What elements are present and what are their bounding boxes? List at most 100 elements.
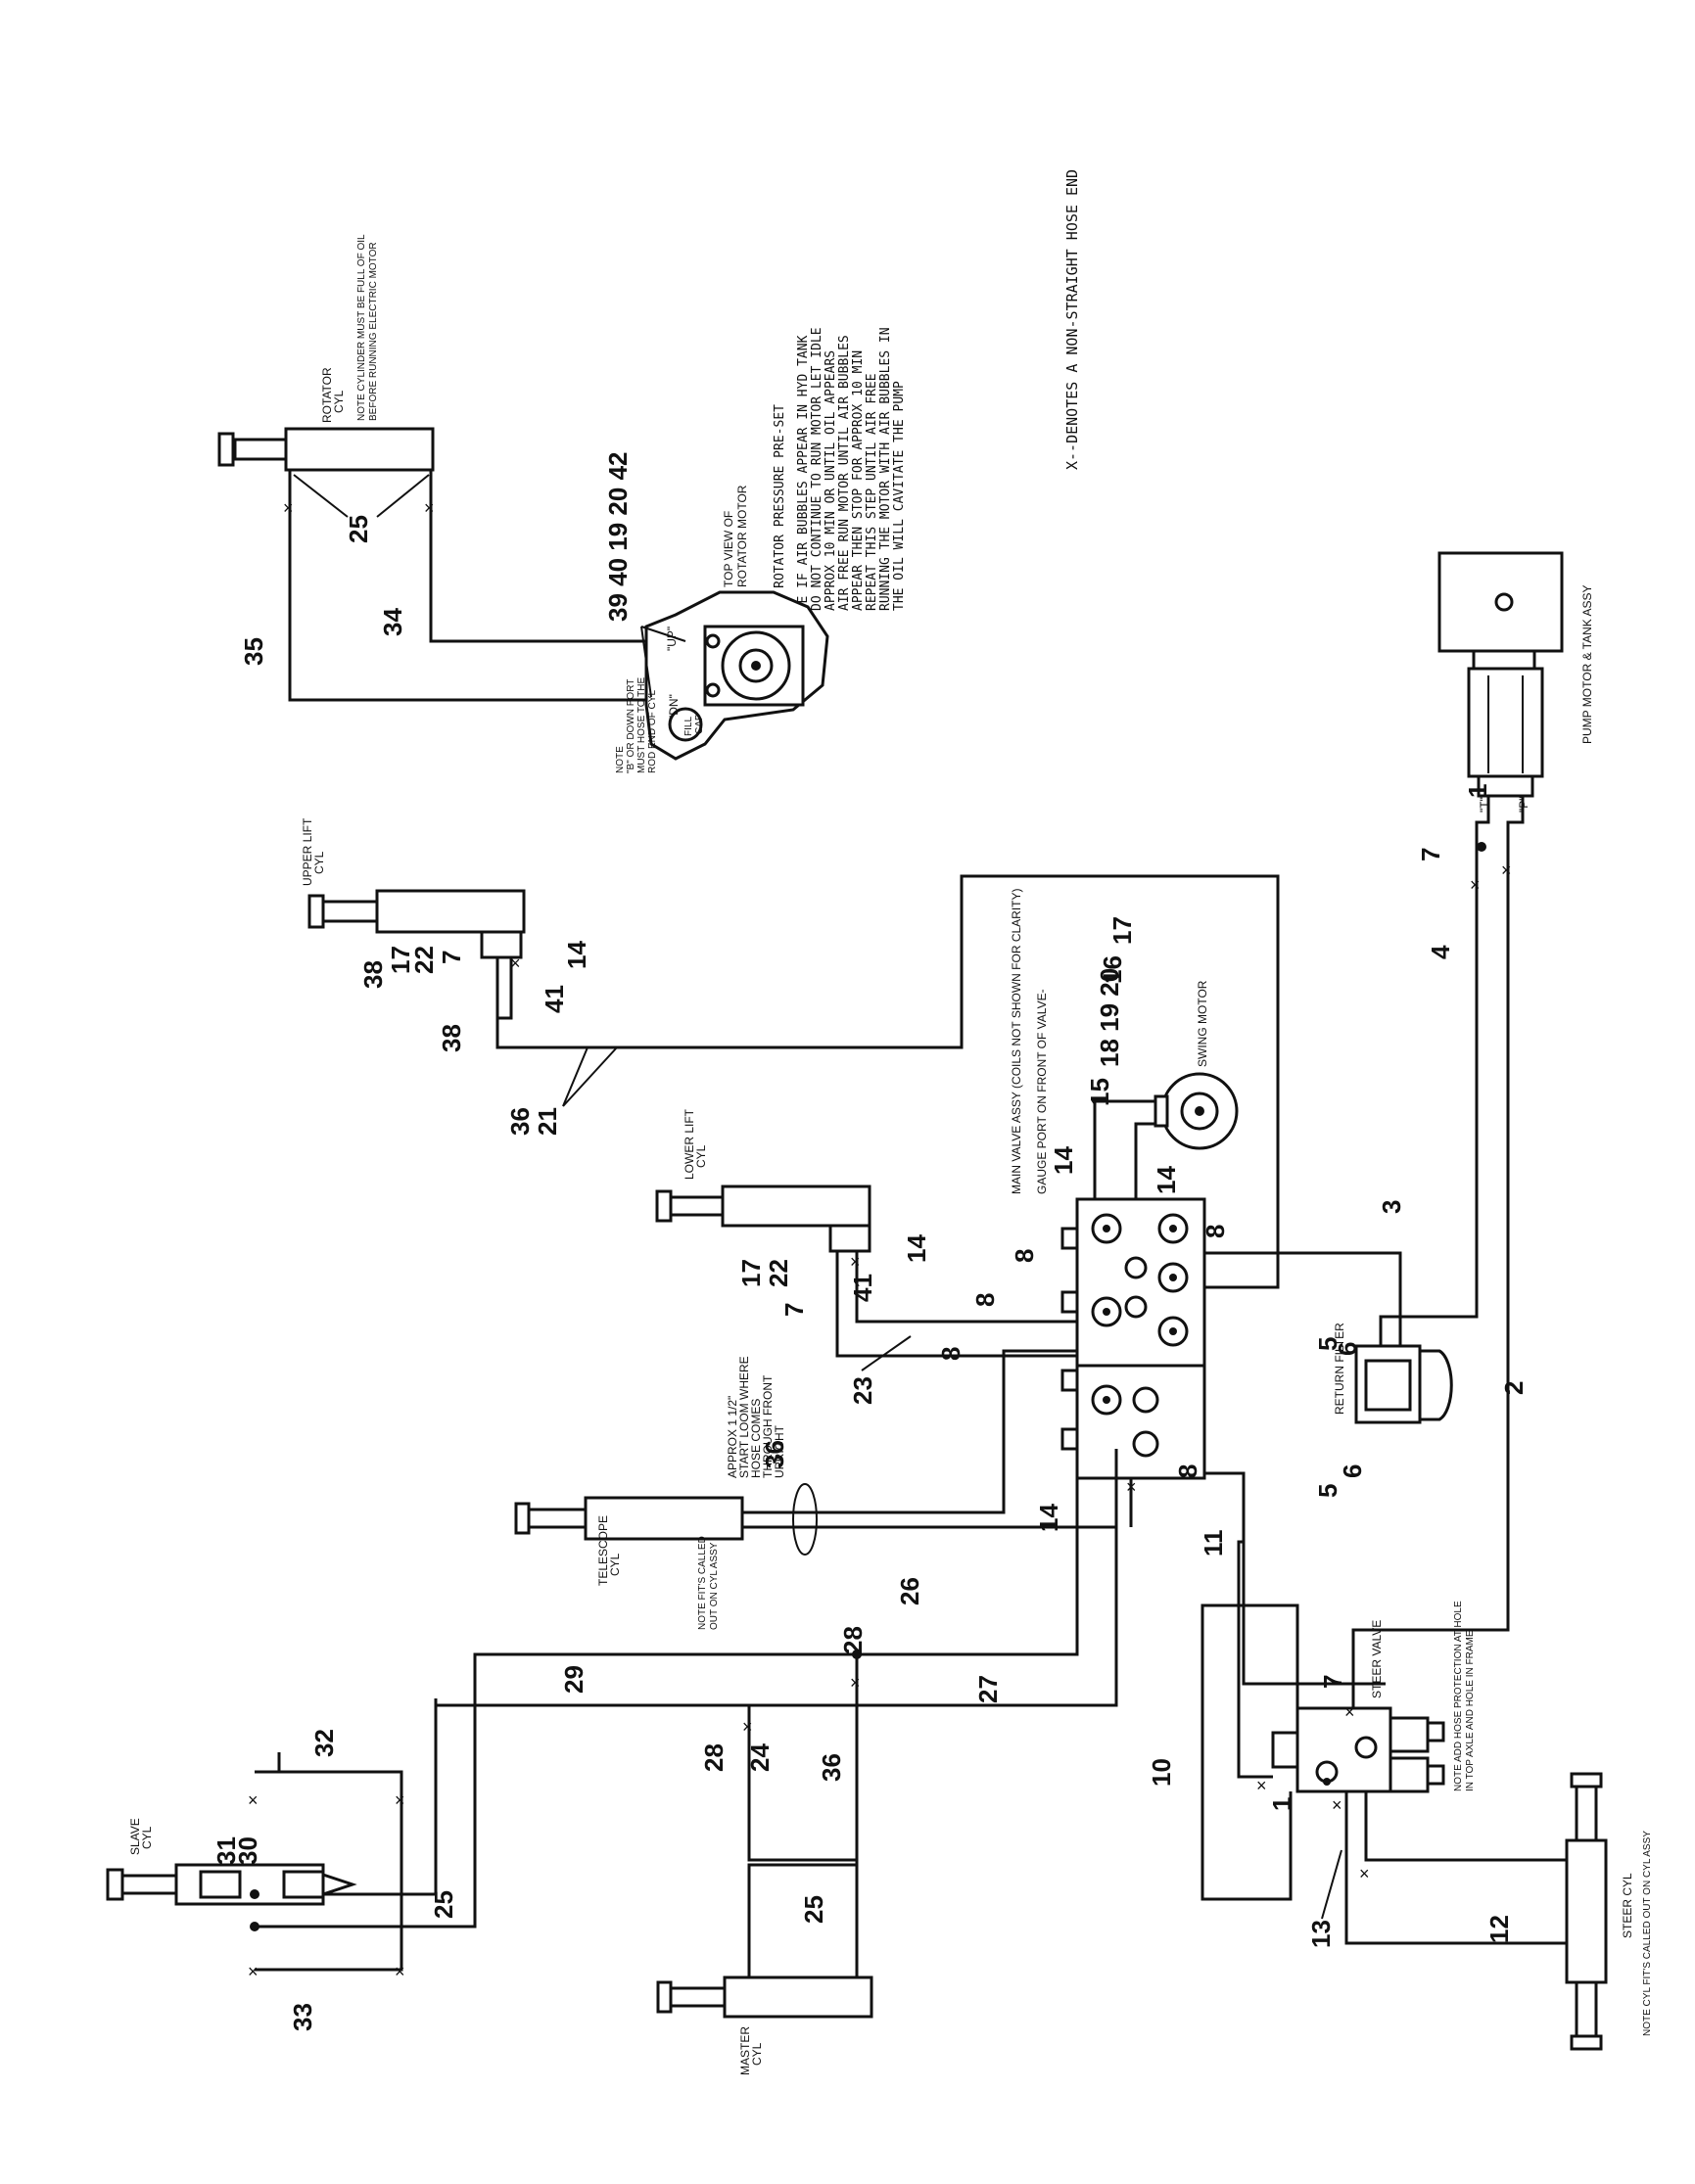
hose-end-x: × — [1332, 1795, 1342, 1815]
hose-11 — [1237, 1473, 1273, 1779]
callout-6: 6 — [1333, 1342, 1362, 1356]
steer-valve: STEER VALVE NOTE ADD HOSE PROTECTION AT … — [1271, 1601, 1476, 1793]
return-filter-canister — [1418, 1349, 1453, 1421]
fill-cap-label: FILL — [683, 717, 694, 736]
steer-cyl-rod-bot — [1575, 1980, 1598, 2038]
telescope-label: TELESCOPE — [596, 1515, 610, 1586]
rotator-cyl-rod-end — [217, 432, 235, 467]
steer-valve-port-p — [1354, 1736, 1378, 1759]
steer-cyl-rod-bot-end — [1570, 2034, 1603, 2051]
telescope-note-2: OUT ON CYL ASSY — [709, 1542, 720, 1630]
hose-15-b — [1134, 1122, 1155, 1199]
upper-lift-cylinder: UPPER LIFT CYL — [301, 817, 526, 959]
steer-cyl-label: STEER CYL — [1621, 1873, 1634, 1938]
lower-lift-rod-end — [655, 1189, 673, 1223]
fitting-7 — [1477, 842, 1486, 852]
gauge-port-label: GAUGE PORT ON FRONT OF VALVE- — [1035, 989, 1049, 1194]
steer-valve-coil — [1389, 1716, 1430, 1753]
loom-note-2: START LOOM WHERE — [737, 1356, 751, 1478]
b-port-note-4: ROD END OF CYL — [647, 690, 658, 773]
callout-11: 11 — [1199, 1530, 1228, 1557]
steer-fittings-note: NOTE CYL FIT'S CALLED OUT ON CYL ASSY — [1642, 1831, 1653, 2036]
return-filter: RETURN FILTER — [1333, 1323, 1453, 1424]
hose-end-x: × — [424, 498, 435, 518]
hose-end-x: × — [1501, 860, 1512, 880]
tank-port — [1494, 592, 1514, 612]
swing-motor: SWING MOTOR — [1154, 980, 1239, 1150]
hose-end-x: × — [248, 1790, 259, 1810]
hose-3 — [1204, 1251, 1402, 1346]
leader-36 — [562, 1046, 589, 1107]
callout-12: 12 — [1484, 1915, 1514, 1943]
leader-21 — [562, 1046, 618, 1107]
air-note-line-1: NOTE IF AIR BUBBLES APPEAR IN HYD TANK — [796, 335, 811, 627]
valve-tab — [1060, 1427, 1079, 1451]
callout-1: 1 — [1463, 784, 1492, 798]
cylinder-full-note-2: BEFORE RUNNING ELECTRIC MOTOR — [368, 242, 379, 421]
upper-lift-label: UPPER LIFT — [301, 817, 314, 886]
callout-14c: 14 — [1152, 1166, 1181, 1194]
hose-2 — [1351, 796, 1525, 1664]
rotator-motor-bolt — [705, 682, 721, 698]
callout-7: 7 — [437, 951, 466, 964]
slave-port-block — [199, 1870, 242, 1899]
telescope-rod — [527, 1508, 588, 1529]
steer-valve-label: STEER VALVE — [1370, 1620, 1384, 1698]
upper-lift-valve — [480, 930, 523, 959]
hose-end-x: × — [283, 498, 294, 518]
master-rod-end — [656, 1980, 673, 2014]
slave-rod — [120, 1874, 178, 1895]
callout-35: 35 — [239, 637, 268, 666]
lower-lift-body — [721, 1185, 871, 1228]
callout-14d: 14 — [902, 1234, 931, 1263]
hose-27 — [434, 1473, 1118, 1707]
callout-22: 22 — [409, 946, 439, 974]
callout-36c: 36 — [817, 1753, 846, 1782]
callout-8: 8 — [1010, 1249, 1039, 1263]
hose-35 — [288, 470, 646, 702]
callout-28b: 28 — [699, 1743, 729, 1772]
cylinder-full-note-1: NOTE CYLINDER MUST BE FULL OF OIL — [356, 234, 367, 421]
valve-port-b1 — [1132, 1430, 1159, 1458]
hose-10 — [1201, 1603, 1299, 1901]
callout-41: 41 — [540, 985, 569, 1013]
hose-8-return — [1204, 1471, 1386, 1686]
steer-cylinder: STEER CYL NOTE CYL FIT'S CALLED OUT ON C… — [1565, 1772, 1653, 2051]
master-label: MASTER — [738, 2026, 752, 2075]
callout-5: 5 — [1313, 1337, 1342, 1351]
callout-14: 14 — [562, 941, 591, 969]
hose-4 — [1379, 796, 1490, 1346]
callout-29: 29 — [559, 1665, 589, 1694]
slave-cap — [321, 1872, 357, 1897]
pump-motor-label: PUMP MOTOR & TANK ASSY — [1580, 585, 1594, 745]
hose-end-x: × — [850, 1252, 861, 1272]
rotator-pressure-text: NOTE ROTATOR PRESSURE PRE-SET — [773, 404, 787, 627]
loom-note-3: HOSE COMES — [749, 1399, 763, 1478]
leader-13 — [1321, 1849, 1342, 1920]
callout-31: 31 — [212, 1836, 241, 1865]
callout-24: 24 — [745, 1743, 775, 1772]
steer-cyl-body — [1565, 1838, 1608, 1984]
telescope-rod-end — [514, 1502, 531, 1535]
fitting-13 — [1323, 1778, 1331, 1786]
valve-tab — [1060, 1369, 1079, 1392]
slave-label-2: CYL — [140, 1826, 154, 1849]
steer-valve-note-1: NOTE ADD HOSE PROTECTION AT HOLE — [1453, 1601, 1464, 1791]
lower-lift-label: LOWER LIFT — [683, 1108, 696, 1180]
air-note-line-4: AIR FREE RUN MOTOR UNTIL AIR BUBBLES — [837, 335, 852, 611]
callout-22b: 22 — [764, 1259, 793, 1287]
hose-25-master — [747, 1787, 859, 1977]
telescope-label-2: CYL — [608, 1553, 622, 1576]
up-port-label: "UP" — [665, 627, 679, 651]
slave-cylinder: SLAVE CYL — [106, 1818, 357, 1931]
steer-cyl-rod-top — [1575, 1785, 1598, 1842]
valve-port-t — [1124, 1256, 1148, 1279]
hose-end-x: × — [1256, 1776, 1267, 1795]
upper-lift-label-2: CYL — [312, 851, 326, 874]
callout-17c: 17 — [736, 1259, 766, 1287]
hose-end-x: × — [395, 1790, 405, 1810]
callout-15: 15 — [1085, 1078, 1114, 1106]
leader-39 — [640, 626, 686, 642]
air-note-line-3: APPROX 10 MIN OR UNTIL OIL APPEARS — [824, 350, 838, 611]
